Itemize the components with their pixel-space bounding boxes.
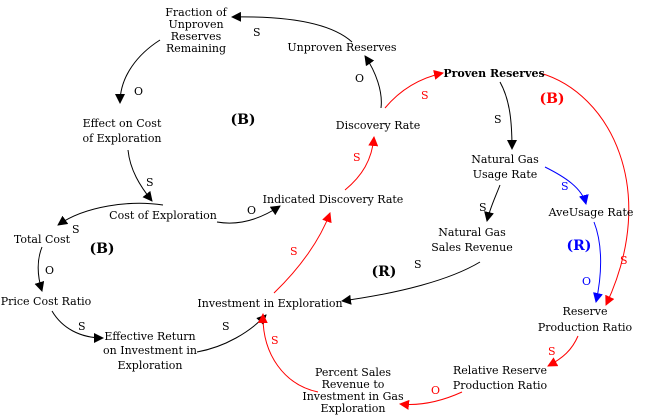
node-label-line: Remaining bbox=[166, 42, 226, 55]
node-label-line: Reserve bbox=[563, 305, 608, 318]
polarity-investment-to-indicated: S bbox=[290, 245, 298, 258]
polarity-total-to-pcr: O bbox=[45, 264, 54, 277]
polarity-relative-to-percent: O bbox=[431, 384, 440, 397]
link-discovery-to-proven bbox=[384, 70, 444, 109]
node-cost-of-exploration: Cost of Exploration bbox=[109, 209, 217, 222]
link-investment-to-indicated bbox=[273, 212, 332, 294]
link-ave-to-reserve-ratio bbox=[593, 221, 603, 303]
link-relative-to-percent bbox=[399, 391, 463, 410]
node-label-line: Revenue to bbox=[322, 378, 385, 391]
node-natural-gas-sales-revenue: Natural Gas Sales Revenue bbox=[431, 226, 512, 254]
link-percent-to-investment bbox=[257, 313, 319, 393]
link-proven-to-usage bbox=[499, 81, 517, 150]
node-label-line: Fraction of bbox=[165, 6, 227, 19]
link-revenue-to-investment bbox=[341, 261, 481, 305]
node-ave-usage-rate: AveUsage Rate bbox=[548, 206, 634, 219]
node-label-line: Exploration bbox=[118, 359, 183, 372]
node-investment-in-exploration: Investment in Exploration bbox=[197, 297, 342, 310]
node-reserve-production-ratio: Reserve Production Ratio bbox=[538, 305, 633, 334]
loop-label-b-top: (B) bbox=[230, 112, 255, 128]
link-effect-to-cost bbox=[127, 149, 153, 202]
node-label-line: Relative Reserve bbox=[453, 364, 547, 377]
polarity-effect-to-cost: S bbox=[146, 176, 154, 189]
node-label-line: Unproven bbox=[168, 18, 223, 31]
node-label-line: Effect on Cost bbox=[83, 117, 162, 130]
polarity-reserve-ratio-to-relative: S bbox=[548, 345, 556, 358]
link-cost-to-indicated bbox=[216, 205, 281, 224]
polarity-effective-to-investment: S bbox=[222, 320, 230, 333]
polarity-proven-to-reserve-ratio: S bbox=[620, 254, 628, 267]
link-cost-to-total bbox=[57, 202, 164, 226]
node-label-line: of Exploration bbox=[82, 132, 161, 145]
polarity-cost-to-indicated: O bbox=[247, 204, 256, 217]
link-pcr-to-effective bbox=[51, 310, 104, 343]
loop-label-b-red: (B) bbox=[539, 91, 564, 107]
node-label-line: on Investment in bbox=[103, 344, 197, 357]
node-discovery-rate: Discovery Rate bbox=[336, 119, 420, 132]
polarity-cost-to-total: S bbox=[72, 223, 80, 236]
node-unproven-reserves: Unproven Reserves bbox=[287, 41, 397, 54]
node-relative-reserve-production-ratio: Relative Reserve Production Ratio bbox=[453, 364, 548, 392]
link-total-to-pcr bbox=[34, 246, 45, 292]
loop-label-b-left: (B) bbox=[89, 241, 114, 257]
polarity-discovery-to-proven: S bbox=[421, 89, 429, 102]
polarity-proven-to-usage: S bbox=[494, 113, 502, 126]
node-label-line: Percent Sales bbox=[315, 366, 391, 379]
node-percent-sales-revenue-to-investment: Percent Sales Revenue to Investment in G… bbox=[302, 366, 404, 415]
polarity-unproven-to-fraction: S bbox=[253, 26, 261, 39]
node-label-line: Production Ratio bbox=[538, 321, 633, 334]
link-usage-to-ave bbox=[544, 166, 589, 205]
node-label-line: Production Ratio bbox=[453, 379, 548, 392]
link-effective-to-investment bbox=[196, 314, 267, 353]
polarity-discovery-to-unproven: O bbox=[355, 72, 364, 85]
polarity-pcr-to-effective: S bbox=[78, 320, 86, 333]
link-discovery-to-unproven bbox=[364, 55, 382, 109]
polarity-ave-to-reserve-ratio: O bbox=[582, 275, 591, 288]
link-indicated-to-discovery bbox=[344, 136, 379, 191]
polarity-revenue-to-investment: S bbox=[414, 258, 422, 271]
polarity-percent-to-investment: S bbox=[271, 334, 279, 347]
link-fraction-to-effect bbox=[115, 39, 161, 104]
polarity-usage-to-ave: S bbox=[561, 180, 569, 193]
node-label-line: Natural Gas bbox=[438, 226, 506, 239]
link-reserve-ratio-to-relative bbox=[547, 335, 579, 367]
node-effect-on-cost-of-exploration: Effect on Cost of Exploration bbox=[82, 117, 161, 145]
polarity-usage-to-revenue: S bbox=[479, 201, 487, 214]
node-effective-return-on-investment: Effective Return on Investment in Explor… bbox=[103, 330, 197, 372]
polarity-fraction-to-effect: O bbox=[134, 85, 143, 98]
node-label-line: Reserves bbox=[171, 30, 222, 43]
node-price-cost-ratio: Price Cost Ratio bbox=[1, 295, 92, 308]
node-label-line: Natural Gas bbox=[471, 153, 539, 166]
polarity-indicated-to-discovery: S bbox=[353, 151, 361, 164]
node-label-line: Exploration bbox=[321, 402, 386, 415]
node-indicated-discovery-rate: Indicated Discovery Rate bbox=[263, 193, 404, 206]
link-unproven-to-fraction bbox=[231, 11, 353, 43]
node-label-line: Sales Revenue bbox=[431, 241, 512, 254]
node-label-line: Usage Rate bbox=[473, 168, 538, 181]
node-total-cost: Total Cost bbox=[14, 233, 71, 246]
node-natural-gas-usage-rate: Natural Gas Usage Rate bbox=[471, 153, 539, 181]
node-proven-reserves: Proven Reserves bbox=[443, 67, 544, 80]
loop-label-r-blue: (R) bbox=[567, 238, 592, 254]
link-usage-to-revenue bbox=[484, 184, 501, 222]
loop-label-r-mid: (R) bbox=[372, 264, 397, 280]
link-proven-to-reserve-ratio bbox=[539, 72, 630, 306]
node-label-line: Investment in Gas bbox=[302, 390, 404, 403]
node-fraction-unproven-reserves-remaining: Fraction of Unproven Reserves Remaining bbox=[165, 6, 227, 55]
node-label-line: Effective Return bbox=[104, 330, 195, 343]
